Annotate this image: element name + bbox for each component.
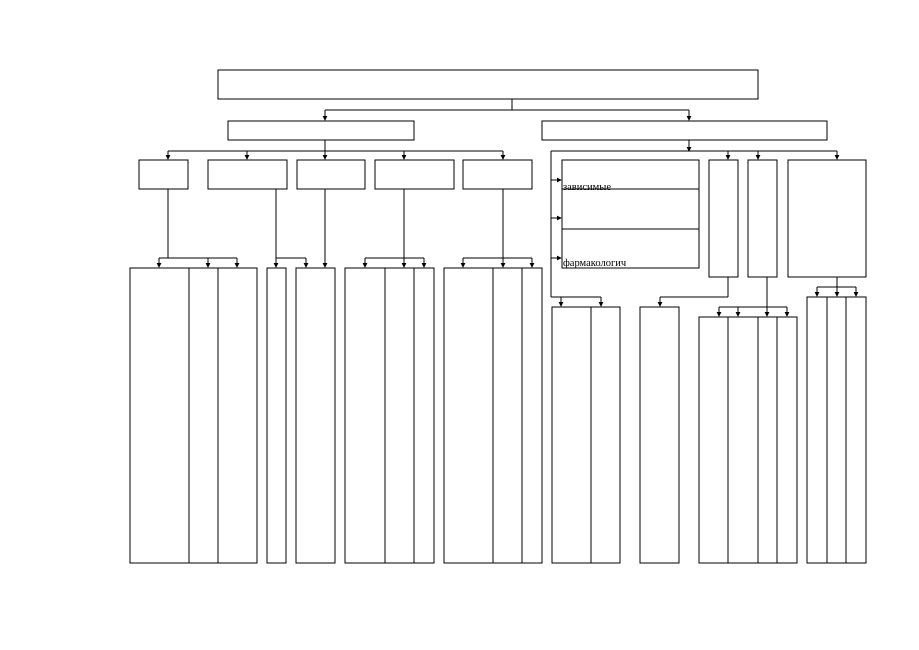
detail-column	[551, 306, 592, 564]
detail-column	[845, 296, 867, 564]
left-sub-box-2	[207, 159, 288, 190]
partial-label: зависимые	[563, 182, 611, 193]
detail-column	[266, 267, 287, 564]
detail-column	[217, 267, 258, 564]
pharma-label: фармакологич	[563, 258, 627, 269]
detail-column	[492, 267, 523, 564]
left-sub-box-3	[296, 159, 366, 190]
right-category-box	[541, 120, 828, 141]
detail-column	[129, 267, 190, 564]
left-sub-box-1	[138, 159, 189, 190]
left-sub-box-4	[374, 159, 455, 190]
detail-column	[590, 306, 621, 564]
detail-column	[344, 267, 386, 564]
detail-column	[384, 267, 415, 564]
detail-column	[443, 267, 494, 564]
right-sub-box-1	[708, 159, 739, 278]
detail-column	[413, 267, 435, 564]
detail-column	[639, 306, 680, 564]
detail-column	[698, 316, 729, 564]
detail-column	[188, 267, 219, 564]
detail-column	[295, 267, 336, 564]
detail-column	[826, 296, 847, 564]
right-sub-box-2	[747, 159, 778, 278]
left-category-box	[227, 120, 415, 141]
detail-column	[727, 316, 759, 564]
detail-column	[806, 296, 828, 564]
detail-column	[521, 267, 543, 564]
detail-column	[776, 316, 798, 564]
detail-column	[757, 316, 778, 564]
stacked-box	[561, 159, 700, 269]
root-box	[217, 69, 759, 100]
right-sub-box-3	[787, 159, 867, 278]
left-sub-box-5	[462, 159, 533, 190]
